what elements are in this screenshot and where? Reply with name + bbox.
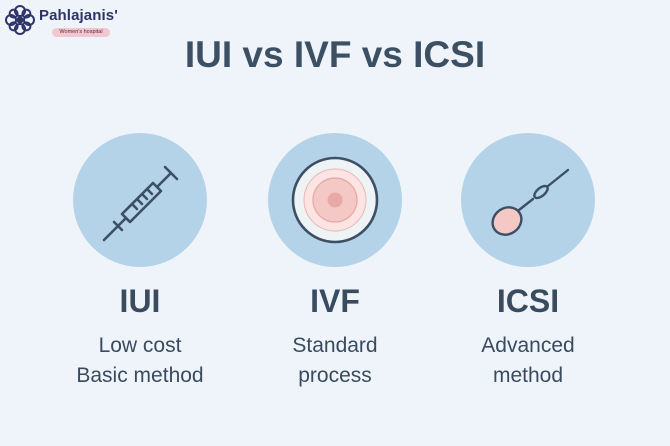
method-desc-line: Standard: [292, 334, 378, 357]
method-icon-circle: [73, 133, 207, 267]
micro-injection-icon: [491, 168, 570, 236]
method-desc-line: Basic method: [76, 364, 204, 387]
method-name-ivf: IVF: [310, 283, 360, 319]
brand-tagline: Women's hospital: [52, 28, 110, 37]
method-desc-ivf: Standard process: [235, 331, 435, 391]
method-desc-line: process: [298, 364, 372, 387]
egg-cell-icon: [291, 156, 379, 244]
syringe-icon: [102, 165, 179, 242]
method-desc-line: Advanced: [481, 334, 575, 357]
brand-name: Pahlajanis': [39, 7, 118, 24]
method-desc-icsi: Advanced method: [428, 331, 628, 391]
method-name-icsi: ICSI: [496, 283, 560, 319]
method-icon-circle: [268, 133, 402, 267]
method-card-iui: IUI Low cost Basic method: [40, 133, 240, 391]
flower-logo-icon: [5, 5, 35, 35]
brand-logo: Pahlajanis' Women's hospital: [3, 3, 143, 39]
method-icon-circle: [461, 133, 595, 267]
method-name-iui: IUI: [119, 283, 161, 319]
page-title: IUI vs IVF vs ICSI: [184, 34, 486, 75]
method-card-ivf: IVF Standard process: [235, 133, 435, 391]
method-desc-line: method: [492, 364, 564, 387]
method-desc-iui: Low cost Basic method: [40, 331, 240, 391]
method-desc-line: Low cost: [98, 334, 182, 357]
method-card-icsi: ICSI Advanced method: [428, 133, 628, 391]
